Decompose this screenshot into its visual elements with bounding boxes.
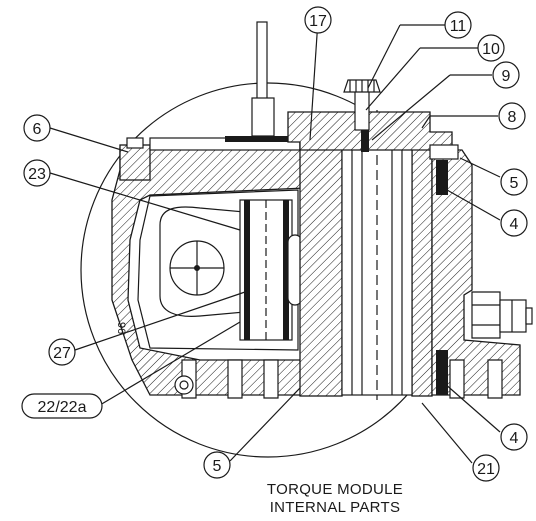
cylinder-right-wall	[411, 139, 433, 397]
callout-21: 21	[472, 454, 500, 482]
vent-stem	[361, 130, 369, 152]
yoke-center-dot	[194, 265, 200, 271]
svg-text:17: 17	[309, 13, 327, 30]
cylinder-left-wall	[299, 139, 343, 397]
rod-sleeve	[251, 97, 275, 137]
vent-body	[354, 89, 370, 131]
svg-text:6: 6	[33, 121, 42, 138]
left-cap	[119, 144, 151, 181]
svg-text:5: 5	[213, 458, 222, 475]
leader-lines	[49, 19, 501, 464]
svg-text:21: 21	[477, 461, 495, 478]
callout-11: 11	[444, 11, 472, 39]
svg-text:5: 5	[510, 175, 519, 192]
fitting-nut	[471, 291, 501, 339]
callout-23: 23	[23, 159, 51, 187]
svg-text:23: 23	[28, 166, 46, 183]
svg-text:4: 4	[510, 216, 519, 233]
svg-text:10: 10	[482, 41, 500, 58]
callout-5-lower: 5	[203, 451, 231, 479]
caption-line-2: INTERNAL PARTS	[270, 499, 401, 516]
callout-27: 27	[48, 338, 76, 366]
callout-6: 6	[23, 114, 51, 142]
svg-text:4: 4	[510, 430, 519, 447]
callout-17: 17	[304, 6, 332, 34]
right-housing	[431, 149, 521, 396]
caption-line-1: TORQUE MODULE	[267, 481, 403, 498]
svg-text:9: 9	[502, 68, 511, 85]
callout-5-upper: 5	[500, 168, 528, 196]
callout-8: 8	[498, 102, 526, 130]
right-cap	[429, 144, 459, 160]
callout-4-upper: 4	[500, 209, 528, 237]
top-cover	[287, 111, 453, 151]
indicator-rod	[256, 21, 268, 103]
engraved-mark: 96	[115, 322, 127, 334]
callout-22-22a: 22/22a	[21, 393, 103, 419]
callout-4-lower: 4	[500, 423, 528, 451]
callout-9: 9	[492, 61, 520, 89]
svg-text:11: 11	[450, 18, 467, 35]
svg-text:8: 8	[508, 109, 517, 126]
svg-text:22/22a: 22/22a	[38, 399, 87, 416]
left-cap-bolt	[126, 137, 144, 149]
svg-text:27: 27	[53, 345, 71, 362]
callout-10: 10	[477, 34, 505, 62]
fitting-bolt	[499, 299, 527, 333]
